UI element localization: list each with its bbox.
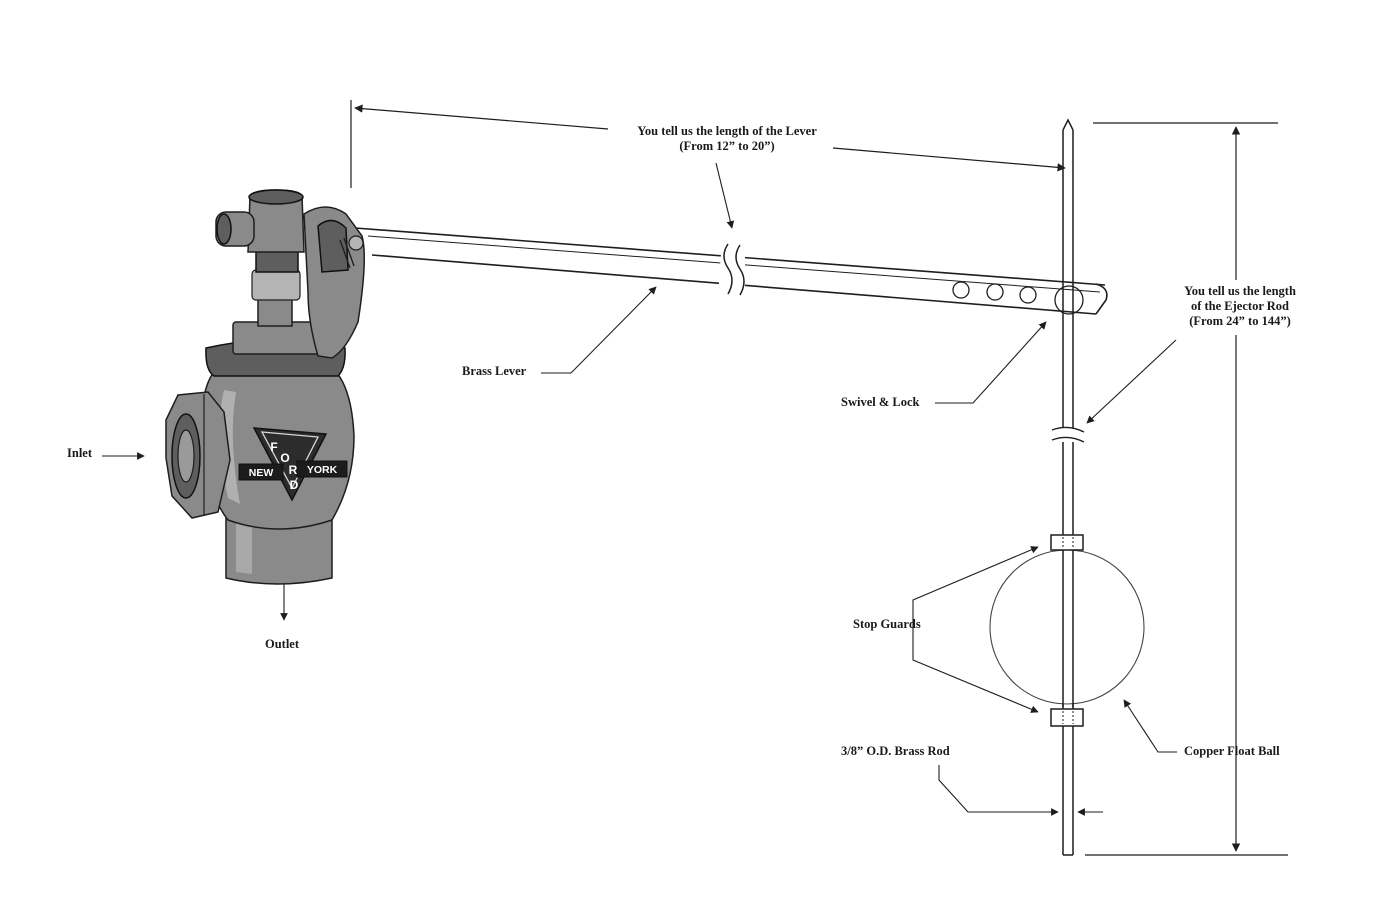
lever-dimension-left-arrow xyxy=(354,104,609,130)
stop-guards-label: Stop Guards xyxy=(853,617,921,631)
ejector-length-label-line3: (From 24” to 144”) xyxy=(1189,314,1291,328)
brass-rod-leader xyxy=(938,765,1059,816)
brass-rod-label: 3/8” O.D. Brass Rod xyxy=(841,744,950,758)
copper-float-label: Copper Float Ball xyxy=(1184,744,1280,758)
rod-break-mark-bottom xyxy=(1051,436,1085,443)
rod-break-mark-top xyxy=(1051,426,1085,433)
ejector-rod-leader xyxy=(1086,339,1177,424)
lever-hole-3 xyxy=(1019,286,1037,304)
lever-length-label-line2: (From 12” to 20”) xyxy=(679,139,775,153)
logo-word-york: YORK xyxy=(307,464,338,476)
lever-length-label-line1: You tell us the length of the Lever xyxy=(637,124,817,138)
copper-float-ball xyxy=(989,549,1145,705)
lever-hole-2 xyxy=(986,283,1004,301)
ejector-length-label: You tell us the length of the Ejector Ro… xyxy=(1160,284,1320,329)
leader-lines xyxy=(102,162,1177,816)
lever-break-leader xyxy=(715,162,735,229)
brass-lever xyxy=(354,227,1108,315)
swivel-lock-leader xyxy=(935,321,1047,404)
lever-break-mark-left xyxy=(723,243,733,295)
stop-guards-leader-lower xyxy=(912,655,1039,713)
stop-guard-lower xyxy=(1050,708,1084,727)
lever-length-label: You tell us the length of the Lever (Fro… xyxy=(612,124,842,154)
lever-dimension xyxy=(350,100,1066,188)
brass-lever-leader xyxy=(541,286,657,374)
logo-letter-o: O xyxy=(280,451,289,465)
inlet-label: Inlet xyxy=(67,446,92,460)
swivel-lock-circle xyxy=(1054,285,1084,315)
lever-break-mark-right xyxy=(735,244,745,296)
valve-body: F O R D NEW YORK xyxy=(165,189,365,585)
copper-float-leader xyxy=(1123,699,1177,753)
ejector-length-label-line1: You tell us the length xyxy=(1184,284,1296,298)
lever-dimension-right-arrow xyxy=(832,147,1066,172)
logo-letter-d: D xyxy=(290,478,299,492)
logo-word-new: NEW xyxy=(249,467,274,479)
ejector-rod xyxy=(1051,118,1085,856)
outlet-label: Outlet xyxy=(265,637,300,651)
logo-letter-f: F xyxy=(270,440,277,454)
ejector-dimension xyxy=(1085,122,1288,856)
swivel-lock-label: Swivel & Lock xyxy=(841,395,920,409)
stop-guard-upper xyxy=(1050,534,1084,551)
brass-lever-label: Brass Lever xyxy=(462,364,527,378)
lever-hole-1 xyxy=(952,281,970,299)
ejector-length-label-line2: of the Ejector Rod xyxy=(1190,299,1289,313)
ford-new-york-logo: F O R D NEW YORK xyxy=(238,427,348,502)
logo-letter-r: R xyxy=(289,463,298,477)
stop-guards-leader-upper xyxy=(912,546,1039,655)
